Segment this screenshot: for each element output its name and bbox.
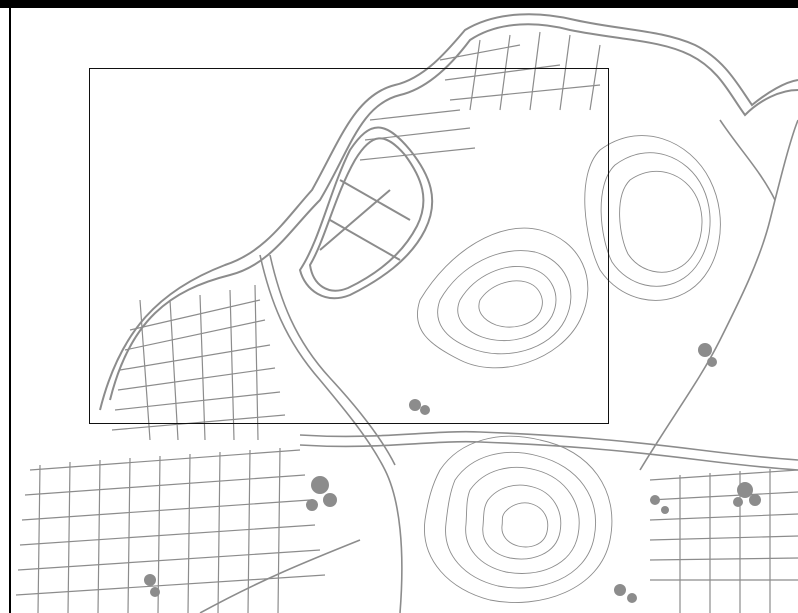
left-panel-edge	[0, 8, 11, 613]
top-border-bar	[0, 0, 798, 8]
terraced-ponds	[144, 343, 761, 603]
contour-lines	[416, 135, 721, 603]
reservoir-outline	[298, 126, 434, 300]
selection-rectangle[interactable]	[89, 68, 609, 424]
city-blocks	[15, 31, 798, 613]
coastline-layer	[99, 13, 798, 411]
